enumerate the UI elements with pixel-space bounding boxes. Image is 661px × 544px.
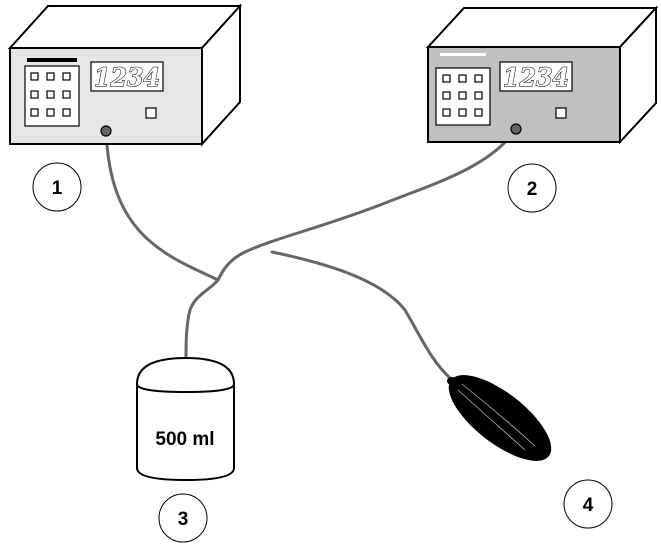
label-4: 4 <box>563 479 613 529</box>
device-2-display: 1234 <box>503 63 569 92</box>
label-2-text: 2 <box>527 179 538 200</box>
bag <box>447 375 552 461</box>
device-2-keypad <box>435 67 491 126</box>
device-1-switch <box>145 107 157 119</box>
label-2: 2 <box>507 163 557 213</box>
device-2-port <box>510 123 522 135</box>
device-2-indicator-bar <box>440 53 486 56</box>
device-1-indicator-bar <box>27 58 77 62</box>
device-1-port <box>100 125 112 137</box>
device-2-switch <box>555 107 567 119</box>
label-4-text: 4 <box>583 495 594 516</box>
label-3: 3 <box>158 493 208 543</box>
container-volume-label: 500 ml <box>155 429 214 450</box>
device-1-display: 1234 <box>94 63 160 92</box>
device-1-keypad <box>24 65 80 127</box>
tube-from-device-1 <box>104 129 220 282</box>
container-body <box>136 384 235 482</box>
container-500ml: 500 ml <box>135 356 236 482</box>
bag-connector <box>447 377 457 385</box>
bag-fold-lines <box>457 383 536 451</box>
label-3-text: 3 <box>178 509 189 530</box>
device-1-top <box>7 5 243 49</box>
tube-to-bag-4 <box>270 250 454 382</box>
label-1-text: 1 <box>52 178 63 199</box>
container-lid <box>135 356 236 394</box>
device-2: 1234 <box>425 5 659 145</box>
device-2-top <box>425 7 659 48</box>
device-1: 1234 <box>7 3 243 147</box>
tube-from-device-2 <box>216 127 518 282</box>
tube-to-container-3 <box>184 278 220 360</box>
device-1-display-window <box>90 61 164 92</box>
bag-body <box>448 375 552 461</box>
tubing <box>104 127 518 382</box>
label-1: 1 <box>32 162 82 212</box>
device-2-display-window <box>499 61 573 92</box>
